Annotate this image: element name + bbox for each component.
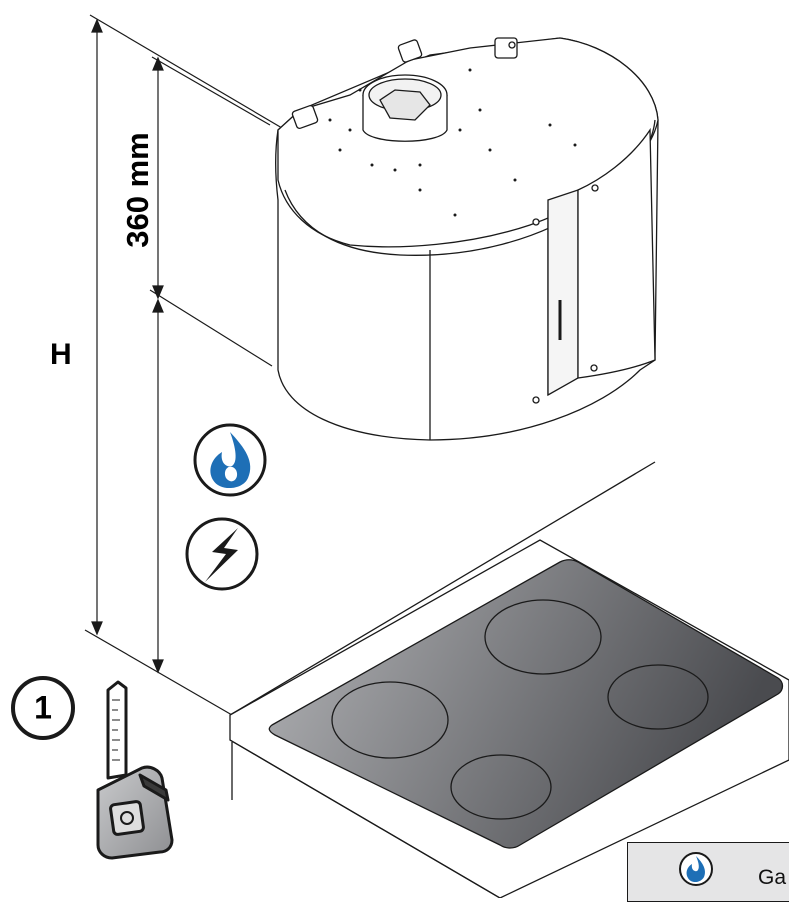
hood-height-dimension-label: 360 mm — [120, 132, 155, 248]
measuring-tape-icon — [96, 680, 174, 860]
legend-gas-label: Ga — [758, 866, 787, 889]
total-height-dimension-label: H — [50, 338, 72, 371]
gas-flame-icon — [193, 423, 267, 497]
dimension-lines — [84, 14, 283, 716]
step-number-label: 1 — [34, 689, 52, 726]
range-hood — [275, 37, 659, 441]
hood-dots — [328, 68, 577, 217]
hob — [268, 559, 784, 849]
step-number-badge — [11, 676, 75, 740]
energy-legend-box — [627, 842, 789, 902]
legend-gas-icon — [679, 852, 713, 886]
electric-bolt-icon — [185, 517, 259, 591]
